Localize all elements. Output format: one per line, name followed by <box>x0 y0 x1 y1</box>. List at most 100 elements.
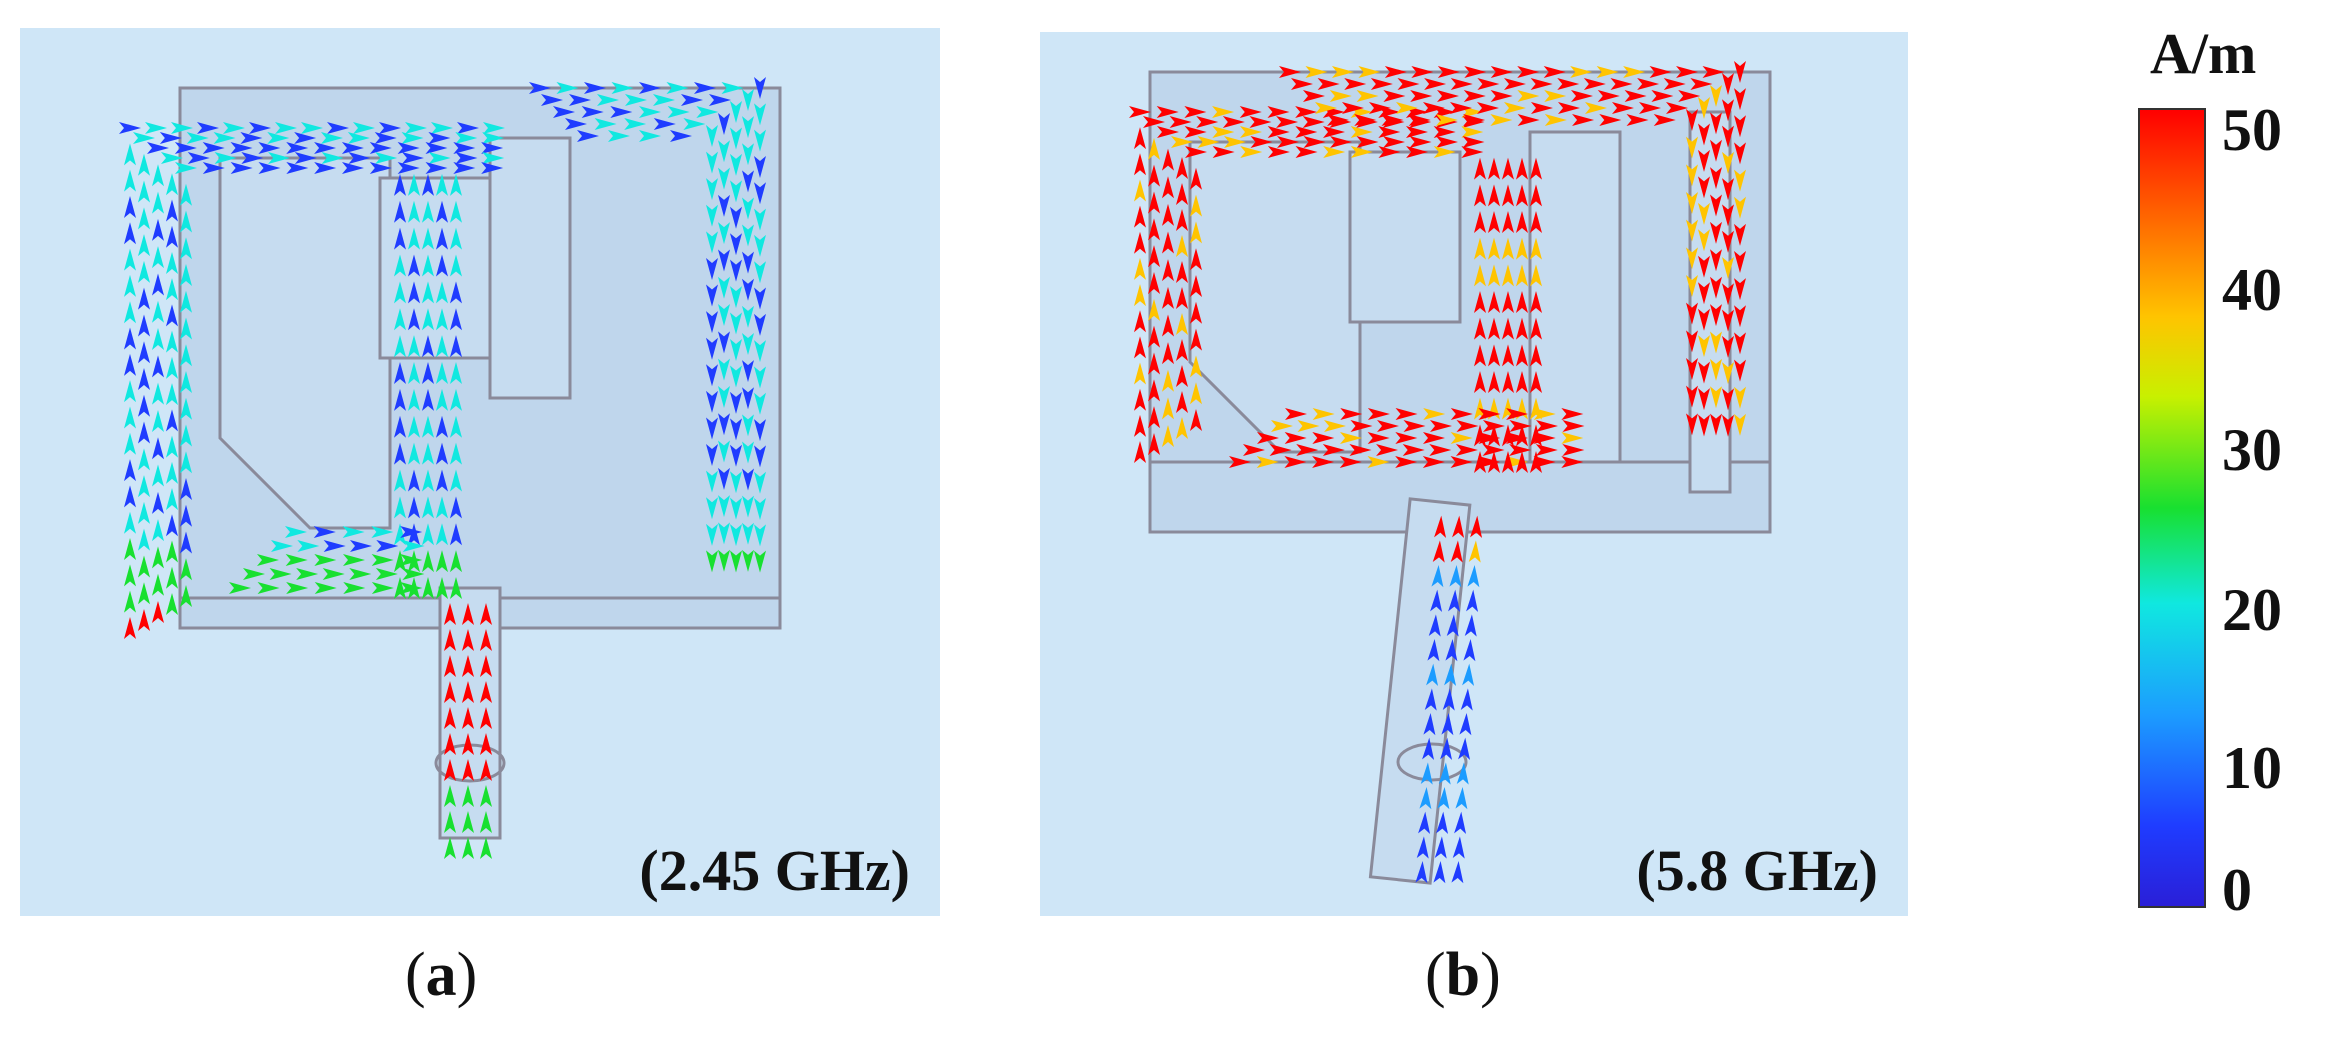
current-arrow <box>138 314 150 337</box>
current-arrows-b <box>1129 61 1746 884</box>
current-arrow <box>444 785 456 807</box>
current-arrow <box>1162 369 1174 392</box>
current-arrow <box>1722 283 1734 306</box>
current-arrow <box>166 461 178 484</box>
current-arrow <box>1722 73 1734 95</box>
current-arrow <box>422 388 434 411</box>
current-arrow <box>1722 388 1734 411</box>
current-arrow <box>138 287 150 310</box>
caption-b: (b) <box>1425 941 1501 1009</box>
current-arrow <box>1698 388 1710 411</box>
current-arrow <box>1612 102 1634 114</box>
current-arrow <box>1423 408 1446 420</box>
current-arrow <box>1686 247 1698 270</box>
current-arrow <box>1516 291 1528 313</box>
current-arrow <box>371 582 394 594</box>
current-arrow <box>721 82 744 94</box>
current-arrow <box>138 234 150 257</box>
current-arrow <box>444 681 456 703</box>
current-arrow <box>371 526 394 538</box>
current-arrow <box>1490 114 1513 126</box>
current-arrow <box>718 385 730 408</box>
current-arrow <box>1406 146 1429 158</box>
current-arrow <box>1162 231 1174 254</box>
current-arrow <box>1134 179 1146 202</box>
current-arrow <box>462 785 474 807</box>
current-arrow <box>166 435 178 458</box>
current-arrow <box>1516 451 1528 473</box>
current-arrow <box>1488 317 1500 340</box>
current-arrow <box>706 337 718 360</box>
current-arrow <box>742 197 754 220</box>
current-arrow <box>1143 116 1165 128</box>
current-arrow <box>742 143 754 166</box>
current-arrow <box>408 254 420 277</box>
current-arrow <box>730 286 742 309</box>
current-arrow <box>742 495 754 518</box>
current-arrow <box>166 488 178 511</box>
current-arrow <box>1212 126 1235 138</box>
current-arrow <box>1734 359 1746 382</box>
current-arrow <box>119 122 141 134</box>
current-arrow <box>529 82 551 94</box>
current-arrow <box>1462 136 1485 148</box>
current-arrow <box>436 523 448 546</box>
current-arrow <box>1408 114 1431 126</box>
current-arrow <box>1698 335 1710 358</box>
current-arrow <box>754 313 766 336</box>
current-arrow <box>1440 737 1453 760</box>
current-arrow <box>321 132 343 144</box>
current-arrow <box>166 356 178 379</box>
current-arrow <box>431 122 453 134</box>
current-arrow <box>1710 167 1722 190</box>
current-arrow <box>1536 420 1558 432</box>
legend-tick-30: 30 <box>2222 417 2282 483</box>
current-arrow <box>1734 223 1746 246</box>
current-arrow <box>1530 344 1542 367</box>
current-arrow <box>1530 451 1542 473</box>
current-arrow <box>1418 811 1431 834</box>
current-arrow <box>394 577 406 599</box>
current-arrow <box>408 469 420 492</box>
current-arrow <box>1324 420 1346 432</box>
current-arrow <box>436 388 448 411</box>
current-arrow <box>180 183 192 206</box>
current-arrow <box>1409 136 1432 148</box>
current-arrow <box>230 162 253 174</box>
current-arrow <box>1450 102 1472 114</box>
current-arrow <box>124 169 136 192</box>
current-arrow <box>706 178 718 201</box>
current-arrow <box>1415 861 1428 884</box>
current-arrow <box>1561 456 1584 468</box>
current-arrow <box>1190 275 1202 297</box>
current-arrow <box>1129 106 1151 118</box>
current-arrow <box>1148 379 1160 402</box>
current-arrow <box>1323 146 1346 158</box>
current-arrow <box>223 122 245 134</box>
current-arrow <box>1212 106 1235 118</box>
current-arrow <box>1502 211 1514 233</box>
current-arrow <box>1176 391 1188 413</box>
current-arrow <box>1722 178 1734 201</box>
current-arrow <box>171 122 193 134</box>
current-arrow <box>1436 136 1458 148</box>
current-arrow <box>275 122 297 134</box>
current-arrow <box>1450 432 1473 444</box>
current-arrow <box>730 550 742 573</box>
current-arrow <box>754 419 766 442</box>
current-arrow <box>1297 420 1320 432</box>
current-arrow <box>1583 78 1606 90</box>
current-arrow <box>1162 259 1174 282</box>
current-arrow <box>180 344 192 367</box>
current-arrow <box>480 759 492 781</box>
current-arrow <box>683 118 706 130</box>
current-arrow <box>1148 137 1160 160</box>
current-arrow <box>718 413 730 436</box>
current-arrow <box>166 278 178 301</box>
current-arrow <box>1356 136 1379 148</box>
current-arrow <box>1190 328 1202 351</box>
current-arrow <box>1176 183 1188 205</box>
current-arrow <box>706 311 718 334</box>
current-arrow <box>1256 456 1279 468</box>
current-arrow <box>1516 344 1528 367</box>
